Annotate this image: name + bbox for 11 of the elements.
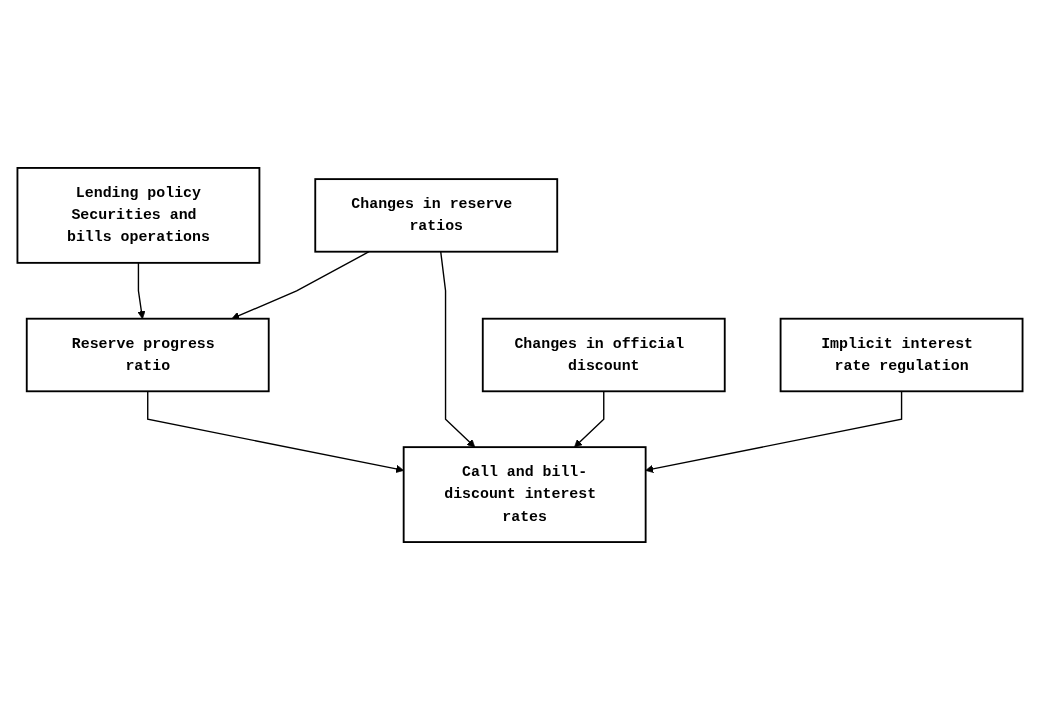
node-box: Changes in reserve ratios xyxy=(314,178,559,253)
arrow xyxy=(231,251,370,320)
node-box: Call and bill-discount interest rates xyxy=(402,446,647,543)
arrow xyxy=(137,262,146,320)
node-box: Lending policy Securities and bills operations xyxy=(16,167,261,264)
node-box: Changes in official discount xyxy=(481,317,726,393)
arrow xyxy=(645,390,903,473)
node-box: Reserve progress ratio xyxy=(25,317,270,393)
arrow xyxy=(574,390,605,448)
arrow xyxy=(440,251,476,448)
node-box: Implicit interest rate regulation xyxy=(779,317,1024,393)
